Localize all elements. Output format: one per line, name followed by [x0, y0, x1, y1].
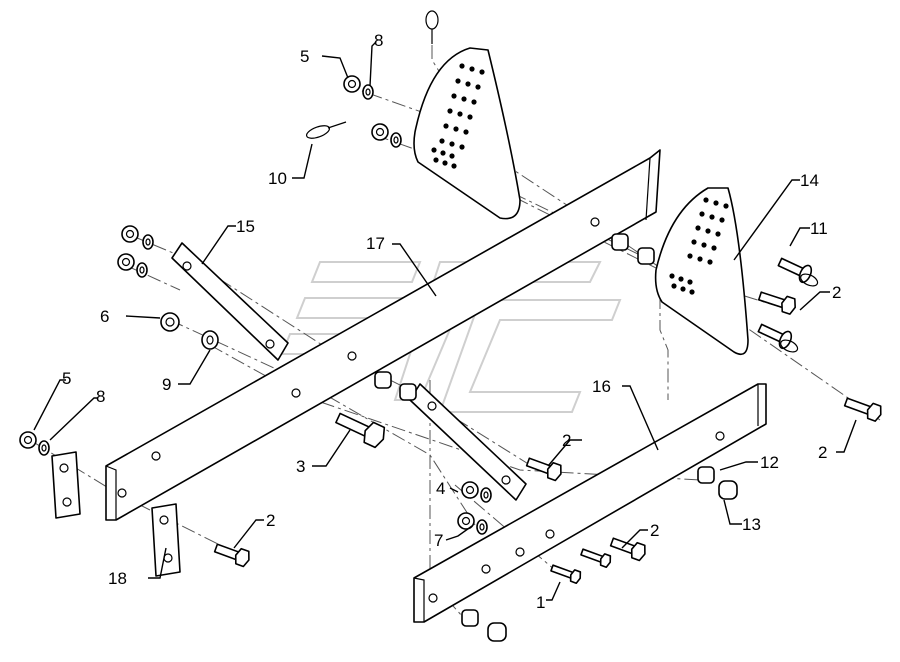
callout-5-left: 5	[62, 369, 71, 388]
callout-labels: 5 8 10 15 17 14 11 2 6 9 16 5 8 2 3 2 4 …	[62, 31, 841, 612]
bracket-hole	[715, 231, 721, 237]
callout-1: 1	[536, 593, 545, 612]
bracket-hole	[671, 283, 677, 289]
bracket-hole	[703, 197, 709, 203]
bracket-hole	[442, 160, 448, 166]
bracket-hole	[695, 225, 701, 231]
callout-8-top: 8	[374, 31, 383, 50]
callout-2-left: 2	[266, 511, 275, 530]
callout-3: 3	[296, 457, 305, 476]
bracket-hole	[449, 141, 455, 147]
bracket-hole	[687, 279, 693, 285]
bracket-hole	[691, 239, 697, 245]
bracket-hole	[687, 253, 693, 259]
bracket-hole	[678, 276, 684, 282]
callout-13: 13	[742, 515, 761, 534]
bracket-hole	[707, 259, 713, 265]
bracket-hole	[447, 108, 453, 114]
part-14-perforated-bracket	[654, 187, 749, 356]
callout-6: 6	[100, 307, 109, 326]
callout-18: 18	[108, 569, 127, 588]
bracket-hole	[431, 147, 437, 153]
bracket-hole	[451, 163, 457, 169]
callout-2-right: 2	[832, 283, 841, 302]
nuts-and-washers	[19, 75, 492, 535]
part-16-bar	[413, 383, 767, 623]
callout-2-center: 2	[562, 431, 571, 450]
bracket-hole	[467, 114, 473, 120]
callout-2-lower: 2	[650, 521, 659, 540]
linch-pin-10	[305, 121, 347, 139]
bracket-hole	[440, 150, 446, 156]
bracket-hole	[479, 69, 485, 75]
bracket-hole	[475, 84, 481, 90]
callout-11: 11	[810, 219, 828, 238]
bracket-hole	[453, 126, 459, 132]
callout-5-top: 5	[300, 47, 309, 66]
part-15-strap	[171, 242, 289, 361]
bracket-hole	[697, 256, 703, 262]
callout-2-far-right: 2	[818, 443, 827, 462]
spacers	[374, 233, 738, 642]
bracket-hole	[439, 138, 445, 144]
linch-pin-top	[425, 10, 439, 44]
bracket-hole	[443, 123, 449, 129]
callout-17: 17	[366, 234, 385, 253]
bracket-hole	[463, 129, 469, 135]
bracket-hole	[705, 228, 711, 234]
part-18-plates	[51, 451, 181, 577]
callout-12: 12	[760, 453, 779, 472]
bracket-hole	[465, 81, 471, 87]
bracket-hole	[451, 93, 457, 99]
callout-16: 16	[592, 377, 611, 396]
callout-15: 15	[236, 217, 255, 236]
bracket-hole	[433, 157, 439, 163]
bracket-hole	[680, 286, 686, 292]
bracket-hole	[449, 153, 455, 159]
bracket-hole	[469, 66, 475, 72]
callout-14: 14	[800, 171, 819, 190]
bracket-hole	[461, 96, 467, 102]
leader-lines	[33, 41, 857, 601]
part-11-pins	[757, 257, 819, 353]
bracket-hole	[711, 245, 717, 251]
bracket-hole	[713, 200, 719, 206]
bracket-hole	[709, 214, 715, 220]
bracket-hole	[719, 217, 725, 223]
bracket-hole	[689, 289, 695, 295]
callout-4: 4	[436, 479, 445, 498]
bracket-hole	[669, 273, 675, 279]
bracket-hole	[457, 111, 463, 117]
callout-10: 10	[268, 169, 287, 188]
callout-9: 9	[162, 375, 171, 394]
bracket-hole	[701, 242, 707, 248]
bracket-hole	[471, 99, 477, 105]
part-17-long-bar	[105, 149, 661, 521]
bracket-hole	[699, 211, 705, 217]
callout-8-left: 8	[96, 387, 105, 406]
callout-7: 7	[434, 531, 443, 550]
bracket-hole	[459, 63, 465, 69]
bracket-hole	[723, 203, 729, 209]
perforated-bracket-upper	[413, 47, 521, 220]
bracket-hole	[459, 144, 465, 150]
bracket-hole	[455, 78, 461, 84]
